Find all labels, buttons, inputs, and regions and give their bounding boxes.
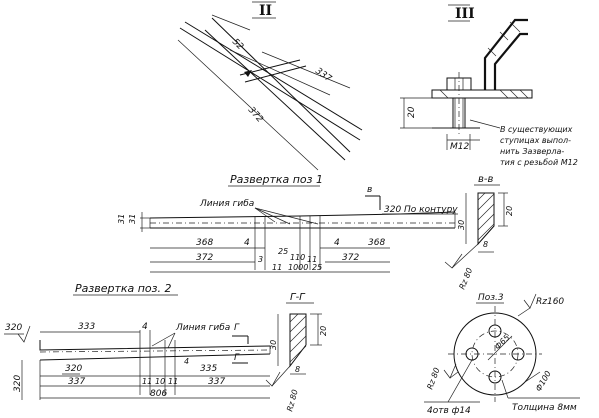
dim-333: 333: [78, 322, 95, 332]
bb-label: в-в: [478, 174, 494, 185]
bb-dim-8: 8: [483, 240, 488, 249]
razvertka-pos-1: Развертка поз 1 Линия гиба 368 4 4 368 2…: [117, 173, 456, 273]
dim-25-bot: 25: [312, 263, 322, 272]
dim-337: 337: [313, 66, 333, 84]
gg-dim-30: 30: [269, 340, 278, 350]
dim-372-right: 372: [342, 253, 359, 263]
dim-4-right: 4: [334, 238, 340, 248]
note-line-3: нить Зазверла-: [500, 147, 564, 156]
bb-dim-30: 30: [457, 220, 466, 230]
dim-11-mid: 11: [307, 255, 317, 264]
note-line-1: В существующих: [500, 125, 573, 134]
dim-368-left: 368: [196, 238, 213, 248]
bb-dim-20: 20: [505, 206, 514, 216]
pos-3-plate: Поз.3 Rz160 Ф65 Ф100 Rz 80 4отв ф14 Толщ…: [424, 293, 580, 416]
dim-11-bot: 11: [272, 263, 282, 272]
dim-806: 806: [150, 389, 167, 399]
dim-31-a: 31: [117, 214, 126, 224]
pos3-label: Поз.3: [478, 293, 504, 303]
dim-372-left: 372: [196, 253, 213, 263]
razvertka-pos-2: Развертка поз. 2 Линия гиба 333 4 320 32…: [4, 282, 271, 400]
rough-320-top: 320: [5, 323, 22, 333]
dim-372: 372: [246, 105, 265, 125]
note-line-2: ступицах выпол-: [500, 136, 571, 145]
gg-dim-20: 20: [319, 326, 328, 336]
dim-4-top: 4: [142, 322, 148, 332]
dim-368-right: 368: [368, 238, 385, 248]
view-iii: III 20 M12 В сущес: [400, 4, 578, 167]
rough-320-left: 320: [13, 375, 23, 392]
dim-320-mid: 320: [65, 364, 82, 374]
pos3-holes: 4отв ф14: [427, 406, 471, 416]
bb-marker: в: [367, 185, 372, 195]
razvertka-2-title: Развертка поз. 2: [75, 282, 172, 295]
dim-1000: 1000: [288, 263, 308, 272]
g-marker-top: Г: [234, 323, 240, 333]
pos3-rz-left: Rz 80: [425, 366, 441, 390]
dim-11-right: 11: [168, 377, 178, 386]
dim-335: 335: [200, 364, 217, 374]
view-ii: II 52 337 372: [177, 1, 363, 171]
pos3-dia-100: Ф100: [534, 369, 553, 393]
pos3-rz-top: Rz160: [536, 297, 564, 307]
dim-4-left: 4: [244, 238, 250, 248]
dim-337-right: 337: [208, 377, 225, 387]
dim-20: 20: [407, 106, 417, 118]
razvertka-1-title: Развертка поз 1: [230, 173, 323, 186]
g-marker-bottom: Г: [234, 353, 240, 363]
gg-label: Г-Г: [290, 292, 306, 303]
contour-note: 320 По контуру: [384, 205, 458, 215]
dim-52: 52: [230, 37, 245, 52]
dim-110: 110: [290, 253, 305, 262]
gg-dim-8: 8: [295, 365, 300, 374]
dim-3: 3: [258, 255, 263, 264]
section-gg: Г-Г 20 30 8 Rz 80: [265, 292, 328, 413]
dim-11-left: 11: [142, 377, 152, 386]
bend-line-2-label: Линия гиба: [175, 323, 230, 333]
view-ii-label: II: [259, 3, 272, 19]
bend-line-1-label: Линия гиба: [199, 199, 254, 209]
pos3-thickness: Толщина 8мм: [512, 403, 577, 413]
gg-rz: Rz 80: [285, 388, 300, 412]
view-iii-label: III: [455, 6, 475, 22]
dim-337-left: 337: [68, 377, 85, 387]
dim-31-b: 31: [128, 214, 137, 224]
dim-10: 10: [155, 377, 165, 386]
dim-25: 25: [278, 247, 288, 256]
dim-m12: M12: [450, 142, 469, 152]
dim-4-mid: 4: [184, 357, 189, 366]
bb-rz: Rz 80: [458, 267, 475, 291]
section-bb: в 320 По контуру в-в 20 30 8 Rz 80: [365, 174, 514, 291]
note-line-4: тия с резьбой М12: [500, 158, 578, 167]
